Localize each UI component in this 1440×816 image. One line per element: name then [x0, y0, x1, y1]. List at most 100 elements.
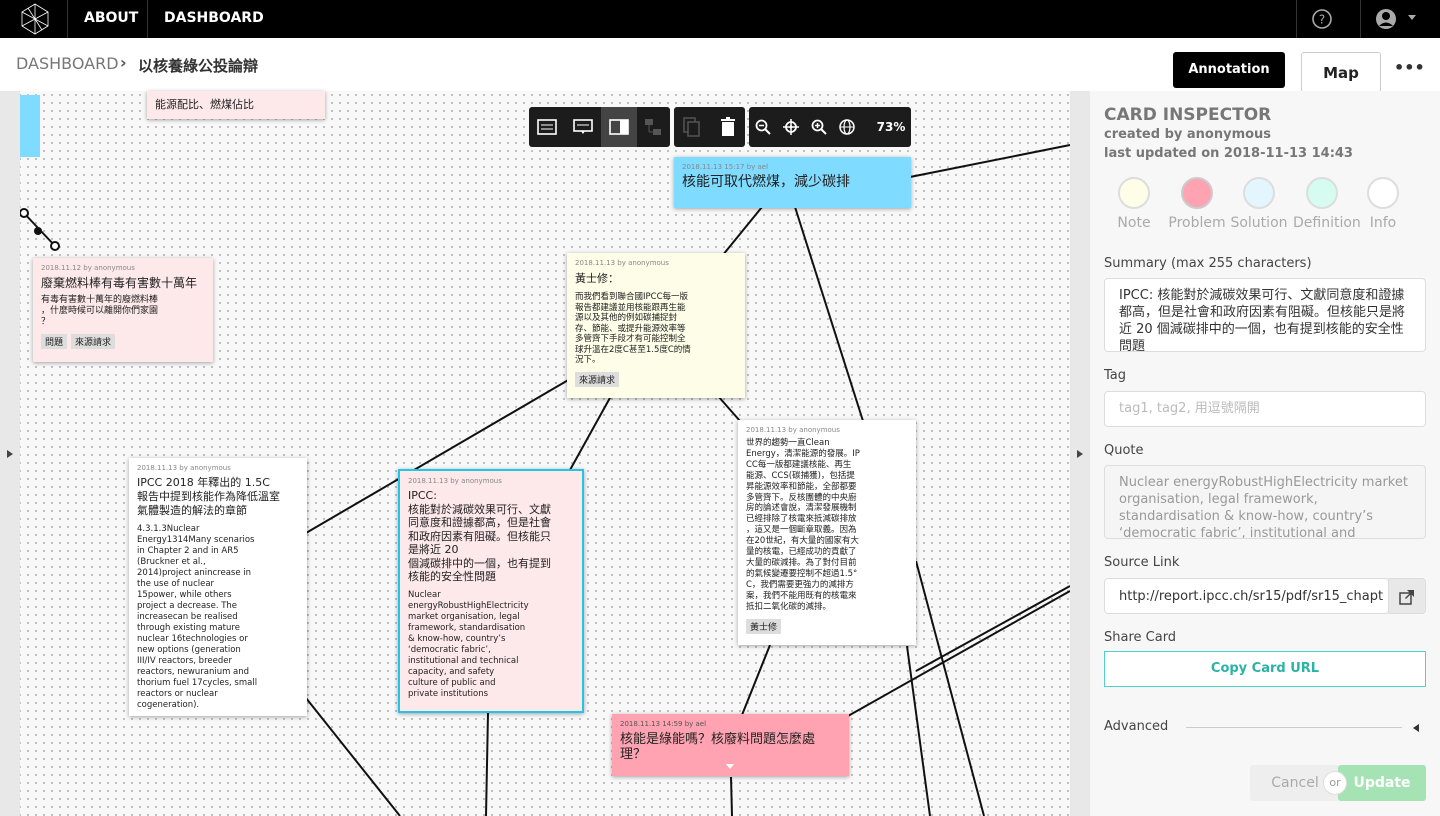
zoom-toolbar: 73%	[749, 107, 911, 147]
card-title: IPCC 2018 年釋出的 1.5C 報告中提到核能作為降低溫室 氣體製造的解…	[137, 476, 280, 517]
zoom-out-button[interactable]	[749, 107, 777, 147]
problem-color-swatch	[1181, 177, 1213, 209]
panel-icon	[609, 119, 629, 135]
map-card[interactable]: 2018.11.13 by anonymous IPCC 2018 年釋出的 1…	[129, 458, 307, 716]
type-label: Note	[1117, 215, 1151, 231]
recenter-button[interactable]	[777, 107, 805, 147]
card-toolbar	[529, 107, 670, 147]
card-meta: 2018.11.13 by anonymous	[408, 477, 502, 485]
inspector-collapse-toggle[interactable]	[1070, 91, 1090, 816]
zoom-in-button[interactable]	[805, 107, 833, 147]
copy-card-url-button[interactable]: Copy Card URL	[1104, 651, 1426, 687]
left-panel-toggle[interactable]	[0, 91, 20, 816]
card-meta: 2018.11.13 by anonymous	[575, 259, 669, 267]
map-card[interactable]: 2018.11.13 15:17 by ael 核能可取代燃煤，減少碳排	[674, 157, 911, 208]
info-color-swatch	[1367, 177, 1399, 209]
chevron-down-icon	[1408, 15, 1416, 20]
quote-textarea[interactable]: Nuclear energyRobustHighElectricity mark…	[1104, 465, 1426, 539]
source-link-label: Source Link	[1104, 555, 1180, 570]
zoom-in-icon	[811, 119, 827, 135]
or-separator: or	[1323, 771, 1347, 795]
card-body: 而我們看到聯合國IPCC每一版 報告都建議並用核能跟再生能 源以及其他的例如碳捕…	[575, 292, 691, 365]
inspector-updated: last updated on 2018-11-13 14:43	[1104, 146, 1353, 161]
delete-button[interactable]	[710, 107, 746, 147]
card-meta: 2018.11.13 15:17 by ael	[682, 163, 769, 171]
fit-view-button[interactable]	[833, 107, 861, 147]
map-card[interactable]: 能源配比、燃煤佔比	[147, 91, 325, 119]
card-connections	[19, 144, 1071, 816]
inspector-heading: CARD INSPECTOR	[1104, 105, 1272, 125]
source-link-input[interactable]: http://report.ipcc.ch/sr15/pdf/sr15_chap…	[1104, 578, 1389, 614]
map-card[interactable]: 2018.11.13 by anonymous 黃士修： 而我們看到聯合國IPC…	[567, 253, 745, 398]
advanced-toggle[interactable]: Advanced	[1104, 719, 1169, 734]
tag-input[interactable]: tag1, tag2, 用逗號隔開	[1104, 391, 1426, 427]
expand-icon[interactable]	[726, 764, 734, 770]
type-label: Solution	[1230, 215, 1288, 231]
external-link-icon	[1399, 590, 1414, 605]
card-meta: 2018.11.13 by anonymous	[137, 464, 231, 472]
card-title: 能源配比、燃煤佔比	[155, 98, 254, 111]
card-title: 核能是綠能嗎？核廢料問題怎麼處 理？	[620, 732, 816, 762]
breadcrumb-dashboard[interactable]: DASHBOARD	[16, 54, 119, 73]
card-tag[interactable]: 黃士修	[746, 618, 782, 634]
nav-dashboard[interactable]: DASHBOARD	[147, 0, 280, 38]
comment-icon	[573, 119, 593, 134]
share-card-label: Share Card	[1104, 630, 1177, 645]
type-option-info[interactable]: Info	[1354, 177, 1412, 231]
page-title: 以核養綠公投論辯	[138, 57, 259, 75]
chevron-left-icon[interactable]	[1413, 724, 1419, 732]
logo-icon[interactable]	[18, 2, 52, 36]
map-card[interactable]: 2018.11.13 14:59 by ael 核能是綠能嗎？核廢料問題怎麼處 …	[612, 714, 849, 776]
summary-label: Summary (max 255 characters)	[1104, 256, 1312, 271]
card-meta: 2018.11.13 by anonymous	[746, 426, 840, 434]
tab-map[interactable]: Map	[1301, 52, 1381, 92]
chevron-right-icon	[1077, 450, 1083, 458]
card-meta: 2018.11.13 14:59 by ael	[620, 720, 707, 728]
layout-button[interactable]	[635, 107, 671, 147]
duplicate-button[interactable]	[674, 107, 710, 147]
view-card-button[interactable]	[529, 107, 565, 147]
card-title: 廢棄燃料棒有毒有害數十萬年	[41, 276, 198, 290]
type-label: Info	[1369, 215, 1397, 231]
tag-label: Tag	[1104, 368, 1127, 383]
card-tag[interactable]: 問題	[41, 334, 68, 349]
card-tag[interactable]: 來源請求	[71, 334, 116, 349]
zoom-out-icon	[755, 119, 771, 135]
map-card-selected[interactable]: 2018.11.13 by anonymous IPCC: 核能對於減碳效果可行…	[398, 469, 584, 713]
card-body: 有毒有害數十萬年的廢燃料棒 ，什麼時候可以離開你們家園 ？	[41, 295, 159, 327]
nav-about[interactable]: ABOUT	[67, 0, 154, 38]
edit-toolbar	[674, 107, 745, 147]
summary-textarea[interactable]: IPCC: 核能對於減碳效果可行、文獻同意度和證據都高，但是社會和政府因素有阻礙…	[1104, 278, 1426, 352]
type-option-definition[interactable]: Definition	[1293, 177, 1361, 231]
open-link-button[interactable]	[1388, 578, 1426, 614]
more-menu-button[interactable]: •••	[1394, 58, 1425, 77]
quote-label: Quote	[1104, 443, 1144, 458]
comment-button[interactable]	[565, 107, 601, 147]
type-option-note[interactable]: Note	[1105, 177, 1163, 231]
inspector-created-by: created by anonymous	[1104, 127, 1272, 142]
type-option-problem[interactable]: Problem	[1168, 177, 1226, 231]
type-option-solution[interactable]: Solution	[1230, 177, 1288, 231]
top-nav-bar: ABOUT DASHBOARD ?	[0, 0, 1440, 38]
note-color-swatch	[1118, 177, 1150, 209]
annotation-button[interactable]: Annotation	[1173, 52, 1285, 88]
card-title: 黃士修：	[575, 272, 619, 285]
chevron-right-icon	[7, 450, 13, 458]
card-tag[interactable]: 來源請求	[575, 371, 620, 387]
card-body: 世界的趨勢一直Clean Energy，清潔能源的發展。IP CC每一版都建議核…	[746, 438, 860, 612]
update-button[interactable]: Update	[1338, 765, 1426, 801]
map-card[interactable]: 2018.11.12 by anonymous 廢棄燃料棒有毒有害數十萬年 有毒…	[33, 258, 213, 362]
map-card[interactable]: 2018.11.13 by anonymous 世界的趨勢一直Clean Ene…	[738, 420, 916, 645]
card-fragment[interactable]	[20, 95, 40, 157]
user-menu[interactable]	[1360, 0, 1440, 38]
globe-icon	[839, 119, 855, 135]
help-button[interactable]: ?	[1296, 0, 1346, 38]
crosshair-icon	[783, 119, 799, 135]
card-title: IPCC: 核能對於減碳效果可行、文獻 同意度和證據都高，但是社會 和政府因素有…	[408, 489, 551, 583]
hierarchy-icon	[645, 119, 661, 135]
definition-color-swatch	[1306, 177, 1338, 209]
inspector-toggle-button[interactable]	[601, 107, 637, 147]
zoom-level: 73%	[876, 120, 906, 134]
trash-icon	[721, 117, 735, 136]
help-icon: ?	[1312, 9, 1332, 29]
